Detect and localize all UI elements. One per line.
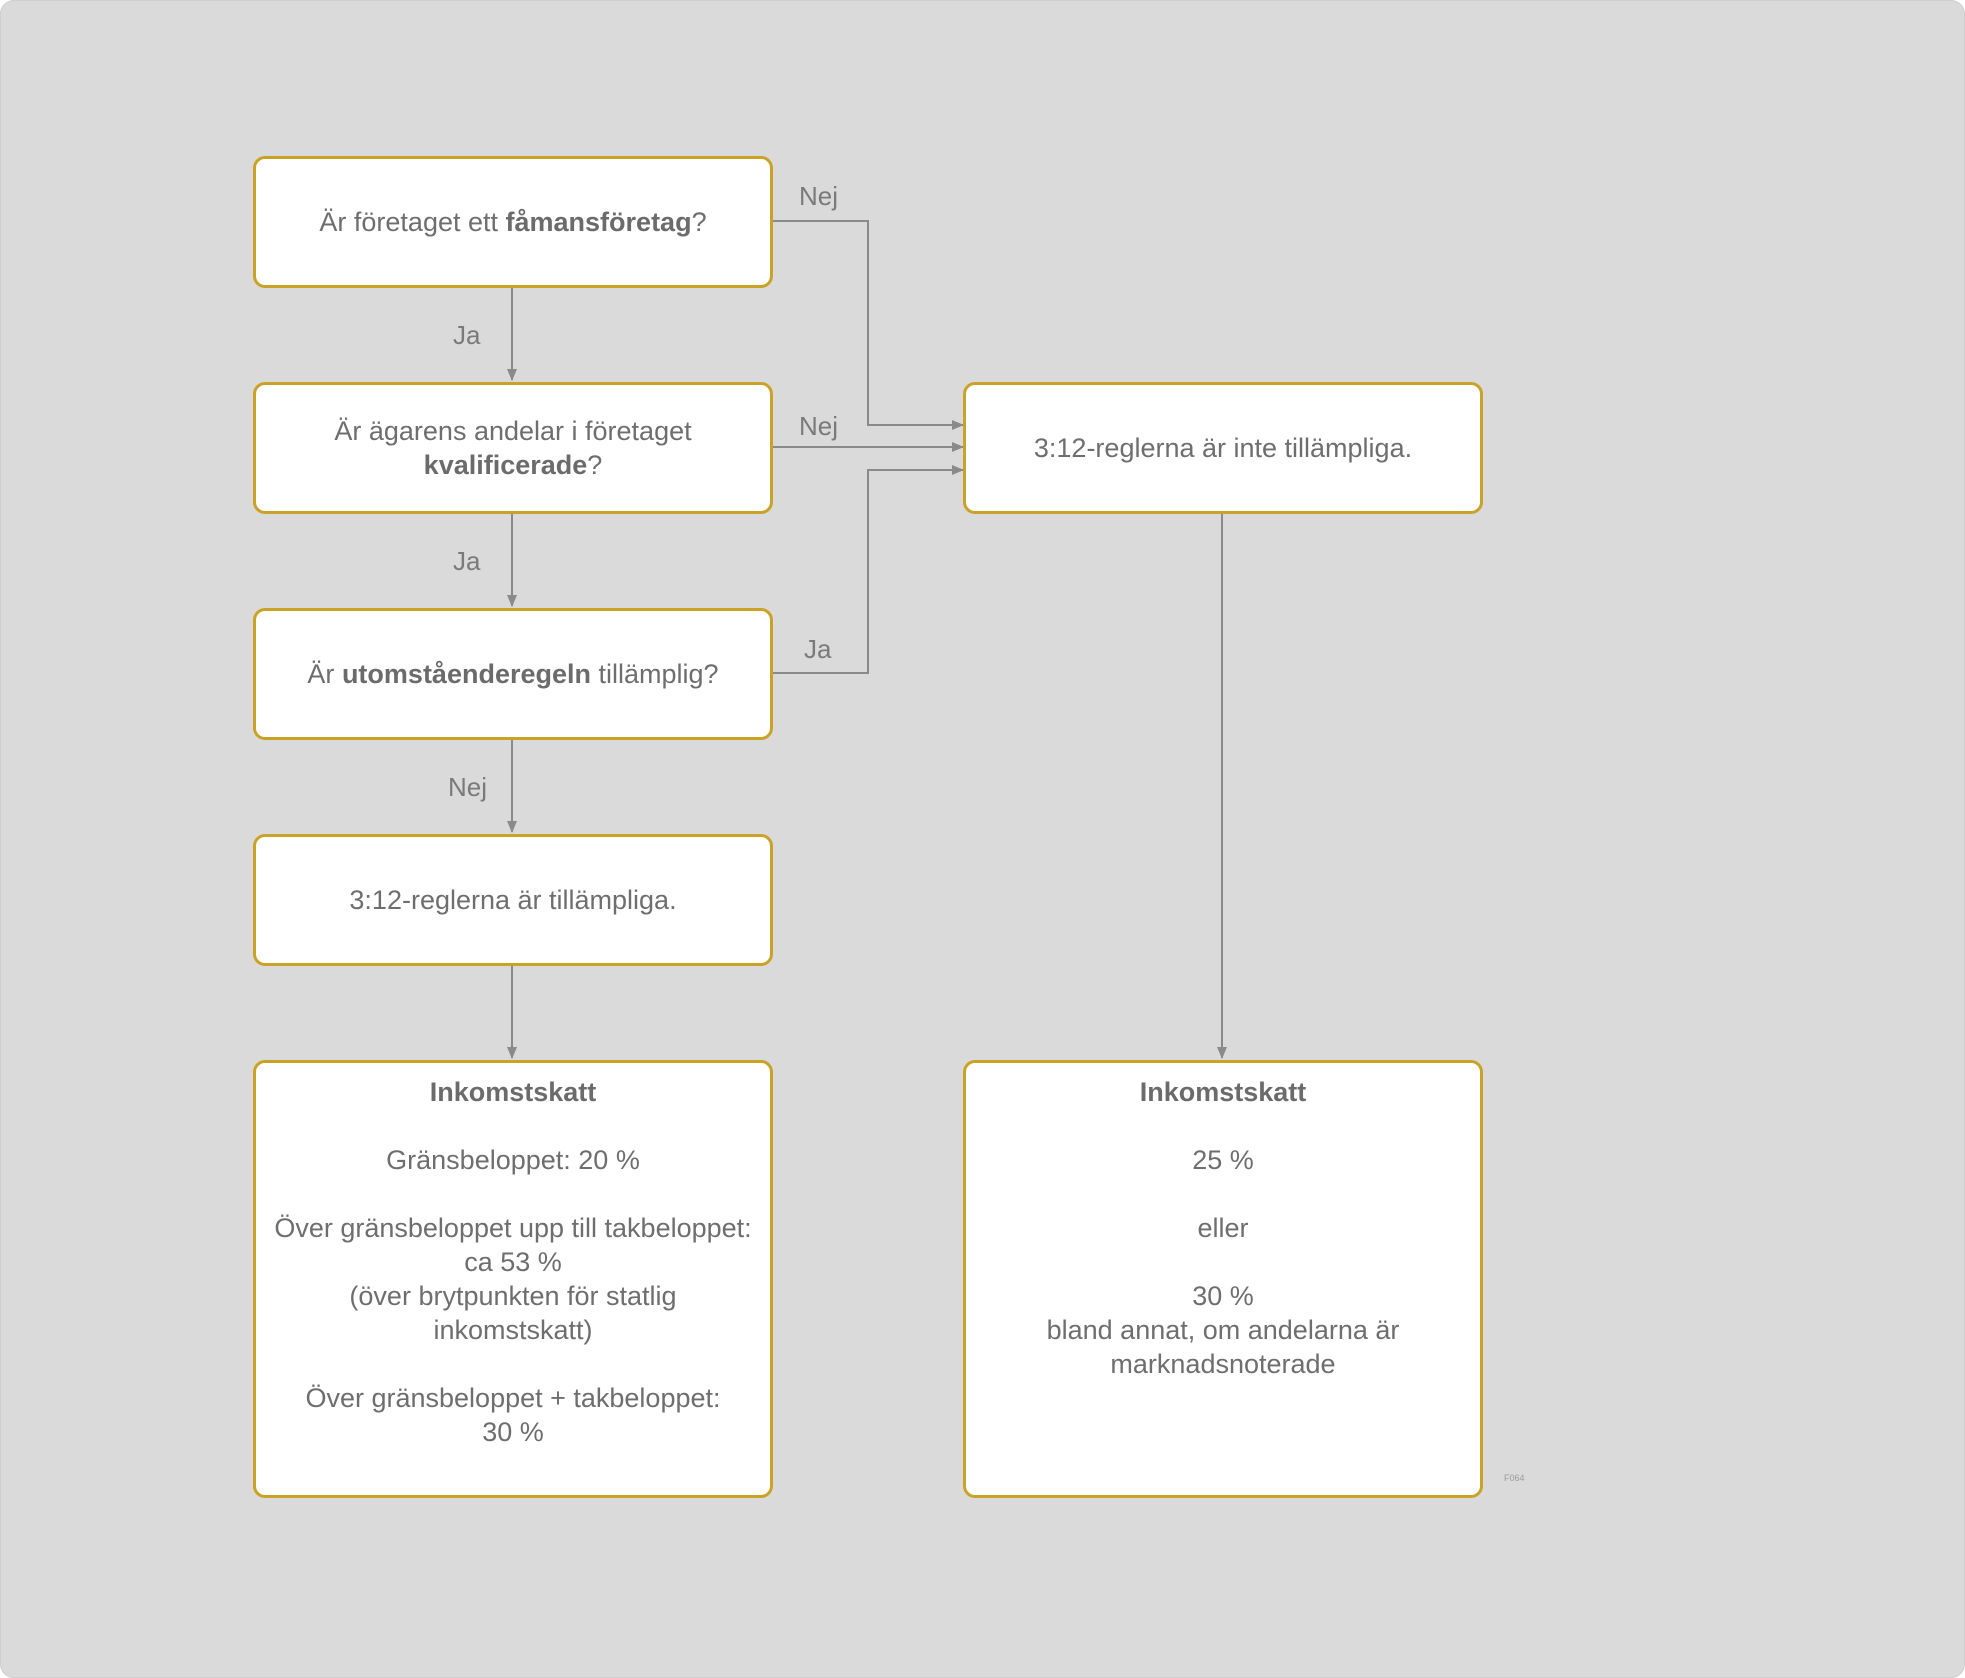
tax-line: 25 %	[1192, 1145, 1254, 1175]
tax-line: ca 53 %	[464, 1247, 562, 1277]
tax-line: 30 %	[1192, 1281, 1254, 1311]
question-qualified-shares: Är ägarens andelar i företaget kvalifice…	[253, 382, 773, 514]
tax-line: Över gränsbeloppet upp till takbeloppet:	[274, 1213, 752, 1243]
question-outsider-rule: Är utomståenderegeln tillämplig?	[253, 608, 773, 740]
question-text: Är utomståenderegeln tillämplig?	[307, 659, 719, 689]
result-text: 3:12-reglerna är inte tillämpliga.	[1033, 433, 1413, 463]
result-rules-not-apply: 3:12-reglerna är inte tillämpliga.	[963, 382, 1483, 514]
income-tax-box-rules-not-apply: Inkomstskatt 25 % eller 30 % bland annat…	[963, 1060, 1483, 1498]
edge-q3-yes	[773, 465, 964, 674]
box-title: Inkomstskatt	[1139, 1077, 1307, 1107]
figure-code: F064	[1504, 1473, 1525, 1483]
tax-line: Gränsbeloppet: 20 %	[386, 1145, 640, 1175]
edge-label-q1-yes: Ja	[453, 320, 481, 350]
tax-line: marknadsnoterade	[1110, 1349, 1336, 1379]
tax-line: Över gränsbeloppet + takbeloppet:	[305, 1383, 721, 1413]
result-text: 3:12-reglerna är tillämpliga.	[349, 885, 677, 915]
edge-label-q2-no: Nej	[799, 411, 839, 441]
tax-line: inkomstskatt)	[433, 1315, 593, 1345]
edge-label-q1-no: Nej	[799, 181, 839, 211]
question-line-2: kvalificerade?	[423, 450, 603, 480]
tax-line: eller	[1197, 1213, 1249, 1243]
edge-label-q3-yes: Ja	[804, 634, 832, 664]
tax-line: bland annat, om andelarna är	[1046, 1315, 1400, 1345]
question-closely-held-company: Är företaget ett fåmansföretag?	[253, 156, 773, 288]
income-tax-box-rules-apply: Inkomstskatt Gränsbeloppet: 20 % Över gr…	[253, 1060, 773, 1498]
question-text: Är företaget ett fåmansföretag?	[319, 207, 707, 237]
tax-line: 30 %	[482, 1417, 544, 1447]
edge-label-q2-yes: Ja	[453, 546, 481, 576]
result-rules-apply: 3:12-reglerna är tillämpliga.	[253, 834, 773, 966]
box-title: Inkomstskatt	[429, 1077, 597, 1107]
edge-label-q3-no: Nej	[448, 772, 488, 802]
tax-line: (över brytpunkten för statlig	[349, 1281, 677, 1311]
edge-q1-no	[773, 220, 964, 430]
question-line-1: Är ägarens andelar i företaget	[334, 416, 692, 446]
